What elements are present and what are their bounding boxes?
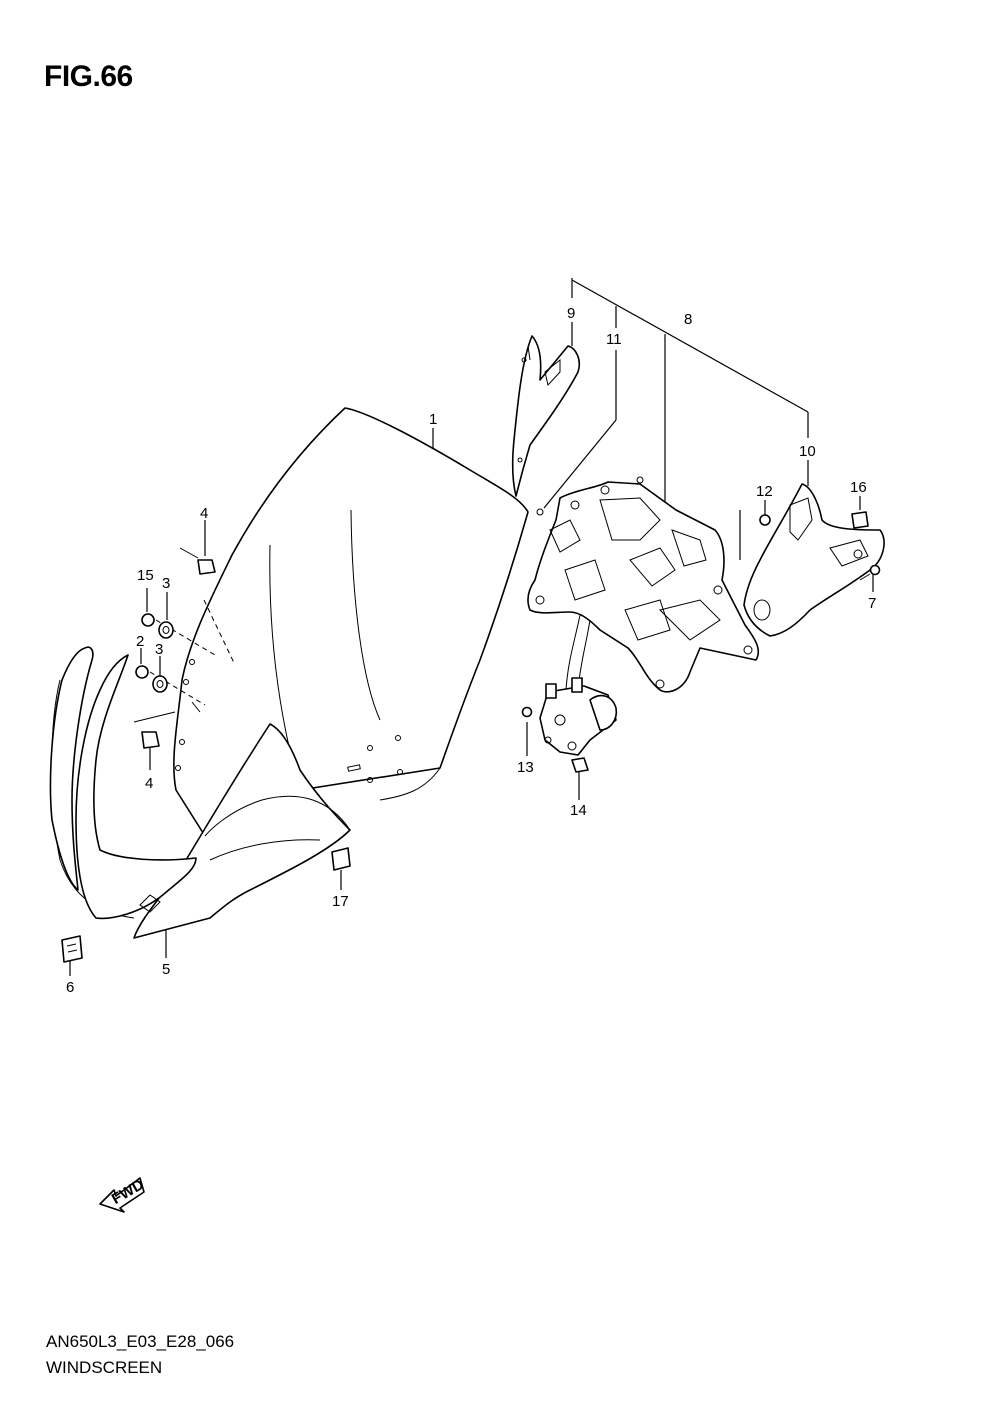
pad-part-16 bbox=[851, 511, 869, 529]
callout-5: 5 bbox=[162, 961, 170, 978]
lower-cowl-part-5 bbox=[49, 646, 351, 939]
callout-1: 1 bbox=[429, 411, 437, 428]
fwd-arrow-icon: FWD bbox=[99, 1176, 147, 1213]
screw-part-7 bbox=[859, 564, 881, 581]
fastener-part-4-lower bbox=[133, 711, 176, 749]
leader-lines bbox=[69, 278, 874, 976]
nut-part-14 bbox=[571, 757, 589, 773]
figure-name: WINDSCREEN bbox=[46, 1358, 163, 1377]
bracket-assembly-part-8 bbox=[527, 476, 760, 693]
callout-16: 16 bbox=[850, 479, 867, 496]
motor-unit bbox=[539, 677, 618, 756]
callout-4b: 4 bbox=[145, 775, 153, 792]
callout-7: 7 bbox=[868, 595, 876, 612]
washer-part-3-lower bbox=[152, 675, 168, 693]
callout-9: 9 bbox=[567, 305, 575, 322]
washer-part-3-upper bbox=[158, 621, 174, 639]
callout-2: 2 bbox=[136, 633, 144, 650]
callout-4a: 4 bbox=[200, 505, 208, 522]
callout-3a: 3 bbox=[162, 575, 170, 592]
callout-3b: 3 bbox=[155, 641, 163, 658]
cover-part-9 bbox=[511, 335, 581, 497]
callout-11: 11 bbox=[606, 331, 622, 348]
callout-15: 15 bbox=[137, 567, 154, 584]
figure-title: FIG.66 bbox=[44, 60, 133, 93]
callout-14: 14 bbox=[570, 802, 587, 819]
screw-part-13 bbox=[521, 706, 533, 718]
screw-part-12 bbox=[759, 514, 771, 526]
callout-6: 6 bbox=[66, 979, 74, 996]
pad-part-17 bbox=[331, 847, 351, 871]
emblem-part-6 bbox=[61, 935, 83, 963]
callout-12: 12 bbox=[756, 483, 773, 500]
callout-10: 10 bbox=[799, 443, 816, 460]
callout-labels: 1 2 3 3 4 4 5 6 7 8 9 10 11 12 13 14 15 … bbox=[66, 305, 876, 996]
callout-17: 17 bbox=[332, 893, 349, 910]
bracket-part-10 bbox=[743, 483, 885, 637]
callout-13: 13 bbox=[517, 759, 534, 776]
windscreen-part-1 bbox=[173, 407, 529, 837]
fastener-part-4-upper bbox=[179, 547, 236, 666]
callout-8: 8 bbox=[684, 311, 692, 328]
figure-code: AN650L3_E03_E28_066 bbox=[46, 1332, 235, 1351]
